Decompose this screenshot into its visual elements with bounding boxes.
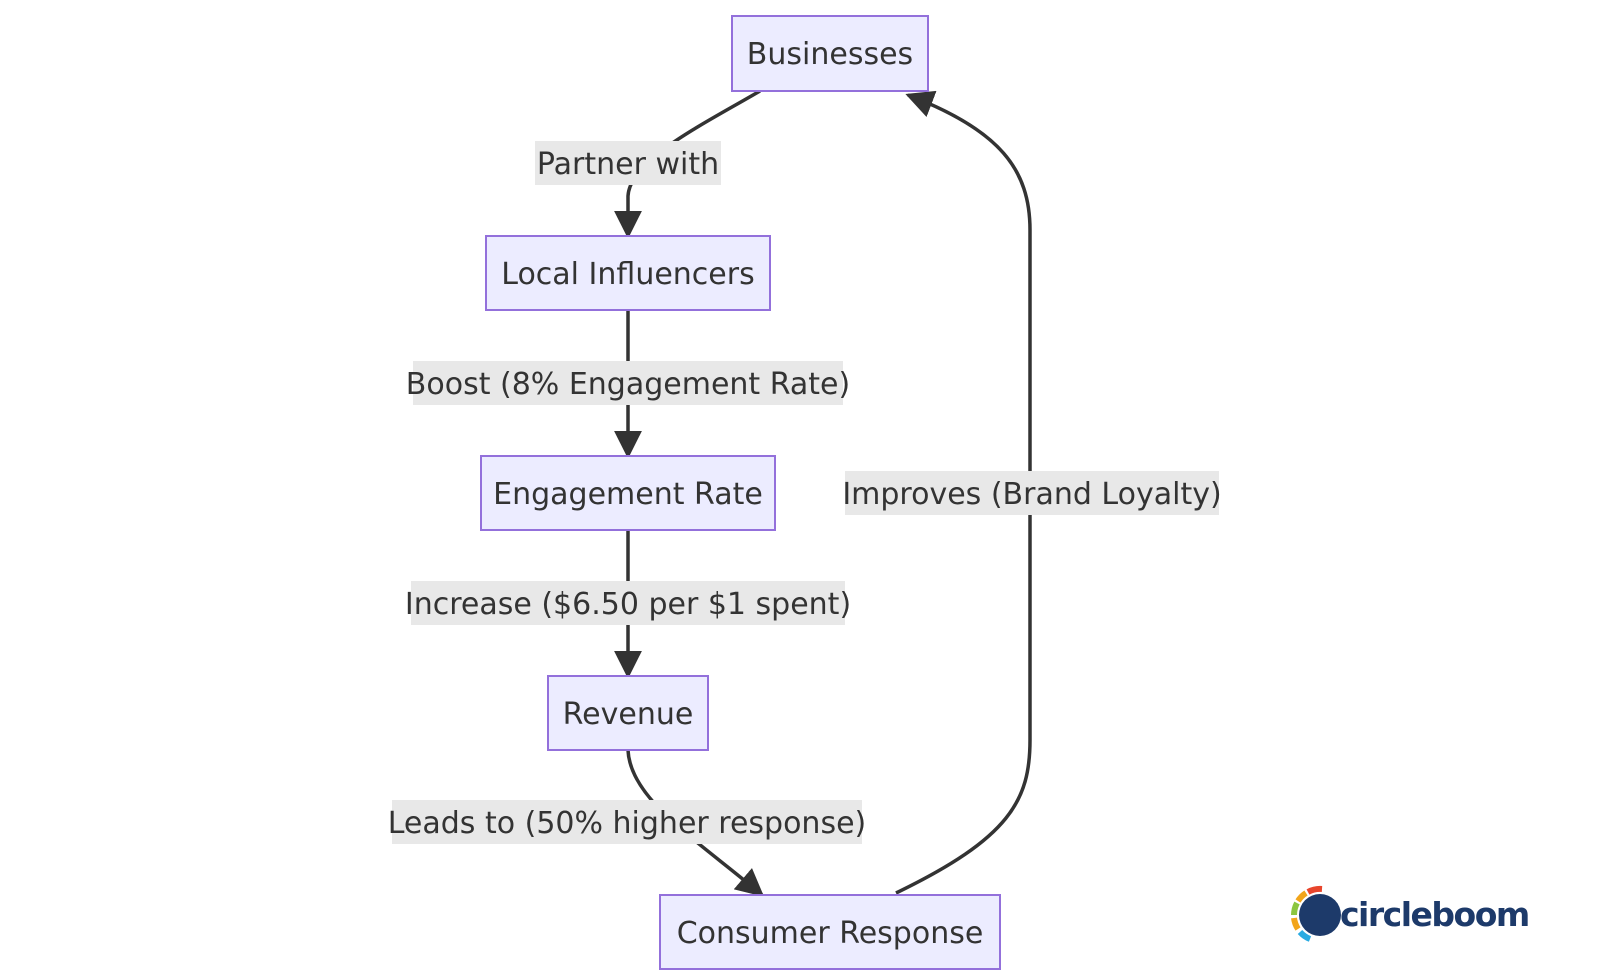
node-revenue: Revenue	[547, 675, 709, 751]
svg-text:Engagement Rate: Engagement Rate	[493, 477, 763, 512]
svg-text:Increase ($6.50 per $1 spent): Increase ($6.50 per $1 spent)	[405, 587, 851, 622]
edge-label-partner-with: Partner with	[535, 141, 721, 185]
svg-text:Consumer Response: Consumer Response	[677, 916, 984, 951]
node-businesses: Businesses	[731, 15, 929, 92]
circleboom-logo-icon	[1291, 885, 1341, 942]
node-engagement-rate: Engagement Rate	[480, 455, 776, 531]
svg-text:Leads to (50% higher response): Leads to (50% higher response)	[388, 806, 867, 841]
svg-text:Revenue: Revenue	[563, 697, 694, 732]
node-consumer-response: Consumer Response	[659, 894, 1001, 970]
svg-text:Businesses: Businesses	[747, 37, 913, 72]
svg-text:Improves (Brand Loyalty): Improves (Brand Loyalty)	[842, 477, 1221, 512]
node-local-influencers: Local Influencers	[485, 235, 771, 311]
edge-label-leads-to: Leads to (50% higher response)	[388, 800, 867, 844]
svg-text:Boost (8% Engagement Rate): Boost (8% Engagement Rate)	[406, 367, 850, 402]
svg-text:Partner with: Partner with	[537, 147, 719, 182]
circleboom-logo: circleboom	[1291, 885, 1530, 942]
svg-text:Local Influencers: Local Influencers	[501, 257, 754, 292]
svg-text:circleboom: circleboom	[1340, 895, 1529, 934]
edge-label-boost: Boost (8% Engagement Rate)	[406, 361, 850, 405]
edge-label-increase: Increase ($6.50 per $1 spent)	[405, 581, 851, 625]
edge-improves	[895, 90, 1032, 895]
edge-label-improves: Improves (Brand Loyalty)	[842, 471, 1222, 515]
